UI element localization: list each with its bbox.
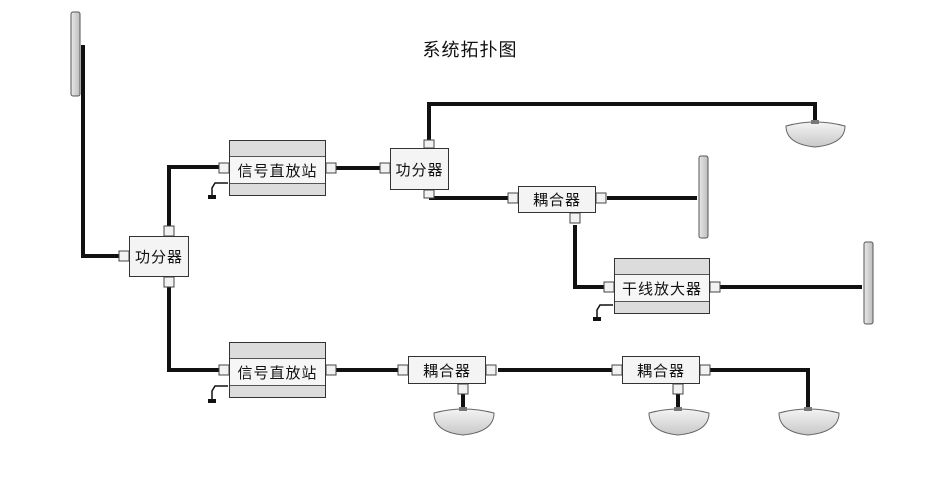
node-label: 耦合器 bbox=[422, 361, 471, 380]
power-plug-icon bbox=[593, 317, 601, 321]
connector-icon bbox=[325, 162, 337, 174]
power-plug-icon bbox=[208, 399, 216, 403]
coupler-bottom-2: 耦合器 bbox=[622, 356, 700, 384]
trunk-amplifier: 干线放大器 bbox=[614, 258, 710, 314]
coupler-top: 耦合器 bbox=[518, 186, 596, 213]
node-label: 功分器 bbox=[395, 160, 444, 179]
ceiling-antenna-bases bbox=[459, 120, 819, 411]
connector-icon bbox=[569, 212, 581, 224]
power-cord-icon bbox=[211, 385, 228, 400]
power-cords bbox=[211, 182, 613, 400]
ceiling-antenna-icon bbox=[778, 408, 840, 436]
connector-icon bbox=[699, 364, 711, 376]
node-label: 耦合器 bbox=[532, 191, 581, 209]
power-splitter-main: 功分器 bbox=[129, 236, 189, 277]
cable-splitter-top-to-dome bbox=[427, 102, 817, 140]
connector-icon bbox=[218, 364, 230, 376]
ceiling-antenna-icon bbox=[785, 121, 846, 148]
power-splitter-top: 功分器 bbox=[390, 148, 449, 190]
power-plug-icon bbox=[208, 195, 216, 199]
signal-repeater-top: 信号直放站 bbox=[229, 140, 326, 196]
signal-repeater-bottom: 信号直放站 bbox=[229, 342, 326, 398]
connector-icon bbox=[163, 225, 175, 237]
ceiling-antenna-icon bbox=[648, 408, 710, 436]
panel-antennas bbox=[70, 11, 874, 325]
connector-icon bbox=[423, 189, 435, 199]
connector-icon bbox=[118, 250, 130, 262]
cable-splitter-to-repeater-top bbox=[167, 165, 220, 226]
node-label: 功分器 bbox=[134, 248, 183, 266]
connector-icon bbox=[595, 192, 607, 204]
cable-splitter-to-repeater-bottom bbox=[167, 284, 220, 372]
ceiling-antennas bbox=[433, 121, 846, 436]
node-label: 干线放大器 bbox=[621, 279, 702, 298]
power-cord-icon bbox=[211, 182, 228, 196]
connector-icon bbox=[672, 383, 684, 395]
panel-antenna-icon bbox=[863, 241, 874, 325]
diagram-title: 系统拓扑图 bbox=[422, 40, 518, 61]
node-label: 信号直放站 bbox=[237, 363, 318, 382]
panel-antenna-icon bbox=[70, 11, 81, 97]
connector-icon bbox=[709, 281, 721, 293]
connector-icon bbox=[457, 383, 469, 395]
connector-icon bbox=[485, 364, 497, 376]
power-cord-icon bbox=[596, 304, 613, 318]
connector-icon bbox=[397, 364, 409, 376]
power-plugs bbox=[208, 195, 601, 403]
ceiling-antenna-icon bbox=[433, 408, 495, 436]
connector-icon bbox=[423, 139, 435, 149]
panel-antenna-icon bbox=[698, 155, 709, 239]
connectors bbox=[118, 139, 721, 395]
connector-icon bbox=[507, 192, 519, 204]
connector-icon bbox=[379, 162, 391, 174]
cable-coupler-to-amp bbox=[573, 225, 605, 289]
connector-icon bbox=[603, 281, 615, 293]
node-label: 信号直放站 bbox=[237, 161, 318, 180]
node-label: 耦合器 bbox=[636, 361, 685, 380]
connector-icon bbox=[611, 364, 623, 376]
connector-icon bbox=[163, 276, 175, 288]
connector-icon bbox=[218, 162, 230, 174]
connector-icon bbox=[325, 364, 337, 376]
coupler-bottom-1: 耦合器 bbox=[408, 356, 486, 384]
cable-coupler-b2-to-dome bbox=[710, 368, 810, 410]
cable-donor-to-splitter bbox=[81, 45, 121, 258]
